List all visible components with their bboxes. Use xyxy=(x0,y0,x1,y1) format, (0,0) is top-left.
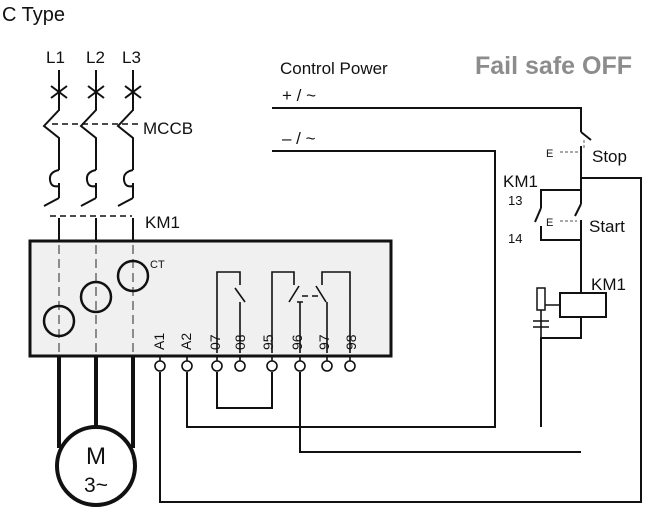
aux-contact-blade xyxy=(534,207,542,223)
start-button: E xyxy=(546,203,582,229)
stop-actuator-label: E xyxy=(546,148,553,160)
motor-letter: M xyxy=(86,443,106,470)
thermal-hook-l1 xyxy=(48,169,60,188)
phase-line-l3 xyxy=(116,70,142,198)
control-wiring xyxy=(159,107,642,503)
stop-button: E xyxy=(546,131,592,160)
ct-label: CT xyxy=(150,259,165,271)
diagram-title: C Type xyxy=(2,4,65,26)
phase-l3-label: L3 xyxy=(122,48,141,67)
mccb-label: MCCB xyxy=(143,119,193,138)
terminal-98-label: 98 xyxy=(343,334,359,350)
phase-line-l2 xyxy=(79,70,105,198)
start-label: Start xyxy=(589,217,625,236)
phase-line-l1 xyxy=(42,70,68,198)
terminal-97-label: 97 xyxy=(316,334,332,350)
aux-contact-13-label: 13 xyxy=(508,193,522,208)
terminal-dot-95 xyxy=(266,360,278,372)
terminal-a2-label: A2 xyxy=(178,333,194,350)
motor-symbol xyxy=(55,425,137,507)
terminal-labels: A1 A2 07 08 95 96 97 98 xyxy=(151,333,359,350)
ct-coil-l2 xyxy=(79,280,113,314)
terminal-08-label: 08 xyxy=(232,334,248,350)
relay-contact-95-96-97-98 xyxy=(271,271,351,353)
terminal-dot-98 xyxy=(344,360,356,372)
thermal-hook-l2 xyxy=(85,169,97,188)
ct-coil-l1 xyxy=(42,304,76,338)
start-actuator-label: E xyxy=(546,217,553,229)
terminal-dot-08 xyxy=(234,360,246,372)
terminal-dot-96 xyxy=(294,360,306,372)
fail-safe-label: Fail safe OFF xyxy=(475,52,632,80)
terminal-dot-97 xyxy=(321,360,333,372)
coil-label: KM1 xyxy=(591,275,626,294)
coil-capacitor xyxy=(533,320,549,328)
mccb-breaker xyxy=(42,70,142,198)
terminal-dot-a1 xyxy=(154,360,166,372)
km1-coil xyxy=(533,287,607,338)
control-power-plus: + / ~ xyxy=(282,86,316,105)
control-power-minus: – / ~ xyxy=(282,129,316,148)
coil-resistor xyxy=(536,287,546,311)
terminal-95-label: 95 xyxy=(260,334,276,350)
phase-l1-label: L1 xyxy=(46,48,65,67)
ct-coil-l3 xyxy=(116,259,150,293)
stop-label: Stop xyxy=(592,147,627,166)
control-power-label: Control Power xyxy=(280,59,388,78)
km1-main-contacts xyxy=(43,197,134,241)
terminal-96-label: 96 xyxy=(289,334,305,350)
km1-main-label: KM1 xyxy=(145,213,180,232)
motor-phase-label: 3~ xyxy=(84,474,108,497)
motor-leads xyxy=(57,356,135,448)
phase-l2-label: L2 xyxy=(86,48,105,67)
protection-relay-box xyxy=(28,239,393,358)
terminal-a1-label: A1 xyxy=(151,333,167,350)
aux-contact-14-label: 14 xyxy=(508,231,522,246)
thermal-hook-l3 xyxy=(122,169,134,188)
relay-contact-07-08 xyxy=(216,271,246,353)
coil-rect xyxy=(559,292,607,318)
terminal-07-label: 07 xyxy=(207,334,223,350)
terminal-dots xyxy=(154,356,356,372)
terminal-dot-07 xyxy=(211,360,223,372)
aux-contact-label: KM1 xyxy=(503,172,538,191)
terminal-dot-a2 xyxy=(181,360,193,372)
